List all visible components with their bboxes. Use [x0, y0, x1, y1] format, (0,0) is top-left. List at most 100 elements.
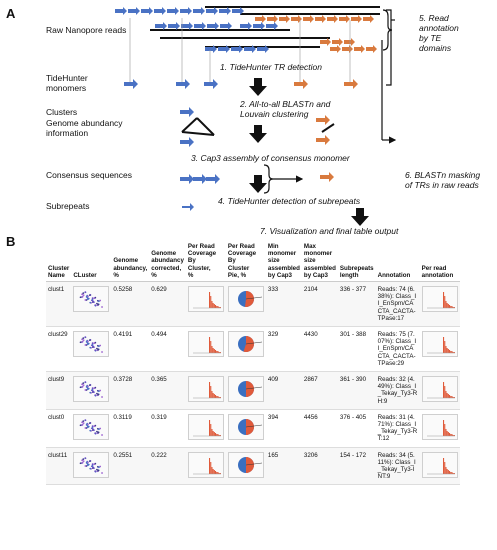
node-mark	[89, 346, 92, 349]
repeat-arrow	[344, 38, 355, 46]
node-mark	[101, 396, 104, 398]
cell-name: clust9	[46, 371, 72, 410]
histogram-bar	[453, 352, 455, 354]
cell-name: clust1	[46, 281, 72, 328]
column-header: Min monomer size assembled by Cap3	[265, 241, 302, 283]
pie-slice-red	[245, 381, 254, 398]
histogram-bar	[448, 305, 450, 309]
node-mark	[98, 345, 101, 348]
node-mark	[82, 423, 84, 426]
repeat-arrow	[330, 45, 341, 53]
cluster-graph-thumbnail[interactable]	[73, 413, 110, 440]
coverage-histogram-thumbnail[interactable]	[421, 451, 458, 478]
coverage-pie-thumbnail[interactable]	[227, 331, 264, 358]
node-mark	[98, 466, 101, 468]
node-mark	[83, 294, 85, 297]
node-mark	[94, 349, 97, 352]
cell-coverage-histogram	[419, 447, 460, 486]
histogram-bar	[447, 304, 449, 309]
histogram-bar	[449, 396, 451, 399]
coverage-histogram-thumbnail[interactable]	[187, 376, 224, 403]
histogram-bar	[451, 396, 453, 399]
node-mark	[94, 469, 97, 472]
cell-annotation: Reads: 74 (6.38%): Class_II_EnSpm/CACTA_…	[375, 281, 420, 328]
label-genome-abundancy: Genome abundancy information	[46, 118, 123, 138]
coverage-histogram-thumbnail[interactable]	[187, 286, 224, 313]
node-mark	[89, 339, 92, 342]
node-mark	[82, 457, 85, 460]
node-mark	[87, 461, 90, 463]
histogram-bar	[208, 419, 211, 436]
histogram-bar	[211, 346, 213, 354]
node-mark	[83, 384, 85, 387]
histogram-bar	[212, 348, 214, 354]
histogram-bar	[443, 423, 445, 436]
histogram-bar	[447, 431, 449, 436]
cluster-graph-thumbnail[interactable]	[73, 331, 110, 358]
repeat-arrow	[303, 15, 314, 23]
histogram-bar	[217, 396, 219, 399]
workflow-diagram	[115, 6, 397, 226]
coverage-histogram-thumbnail[interactable]	[421, 413, 458, 440]
step-4: 4. TideHunter detection of subrepeats	[218, 196, 361, 206]
label-subrepeats: Subrepeats	[46, 201, 90, 211]
node-mark	[98, 303, 100, 306]
coverage-histogram-thumbnail[interactable]	[187, 451, 224, 478]
cluster-graph-thumbnail[interactable]	[73, 451, 110, 478]
coverage-pie-thumbnail[interactable]	[227, 451, 264, 478]
cell-min: 333	[265, 281, 302, 328]
repeat-arrow	[332, 38, 343, 46]
coverage-histogram-thumbnail[interactable]	[421, 376, 458, 403]
histogram-bar	[216, 471, 218, 474]
node-mark	[93, 391, 96, 394]
histogram-bar	[210, 296, 212, 309]
cell-min: 329	[265, 326, 302, 373]
histogram-bar	[210, 423, 212, 436]
cell-annotation: Reads: 75 (7.07%): Class_II_EnSpm/CACTA_…	[375, 326, 420, 373]
repeat-arrow	[266, 22, 278, 30]
node-mark	[82, 337, 85, 340]
repeat-arrow	[207, 22, 219, 30]
cluster-graph-thumbnail[interactable]	[73, 376, 110, 403]
step-3: 3. Cap3 assembly of consensus monomer	[191, 153, 350, 163]
histogram-bar	[214, 432, 217, 436]
node-mark	[92, 298, 94, 301]
histogram-bar	[213, 304, 215, 309]
column-header: Per read annotation	[419, 241, 460, 283]
pie-leader-line	[245, 424, 262, 428]
node-mark	[84, 456, 87, 459]
coverage-pie-thumbnail[interactable]	[227, 413, 264, 440]
cell-min: 394	[265, 409, 302, 448]
coverage-histogram-thumbnail[interactable]	[187, 413, 224, 440]
coverage-pie-thumbnail[interactable]	[227, 376, 264, 403]
cell-sub: 154 - 172	[337, 447, 376, 486]
repeat-arrow	[154, 7, 166, 15]
repeat-arrow	[320, 38, 331, 46]
node-mark	[87, 340, 90, 343]
cell-abund: 0.5258	[111, 281, 150, 328]
histogram-bar	[211, 428, 213, 436]
cluster-graphs	[180, 107, 335, 147]
pie-slice-red	[243, 336, 254, 353]
coverage-histogram-thumbnail[interactable]	[421, 286, 458, 313]
node-mark	[89, 384, 92, 387]
coverage-histogram-thumbnail[interactable]	[187, 331, 224, 358]
cell-coverage-histogram	[419, 326, 460, 373]
histogram-bar	[213, 469, 215, 474]
coverage-histogram-thumbnail[interactable]	[421, 331, 458, 358]
cluster-graph-thumbnail[interactable]	[73, 286, 110, 313]
repeat-arrow	[219, 7, 231, 15]
node-mark	[89, 459, 92, 462]
histogram-bar	[211, 466, 213, 474]
cell-coverage-pie	[225, 447, 266, 486]
histogram-bar	[453, 307, 455, 309]
cell-abund: 0.3728	[111, 371, 150, 410]
histogram-bar	[446, 468, 448, 474]
repeat-arrow	[244, 45, 256, 53]
histogram-bar	[443, 296, 445, 309]
cell-abund_corr: 0.222	[149, 447, 186, 486]
coverage-pie-thumbnail[interactable]	[227, 286, 264, 313]
column-header: Per Read Coverage By Cluster Pie, %	[225, 241, 266, 283]
cell-coverage-histogram	[419, 409, 460, 448]
